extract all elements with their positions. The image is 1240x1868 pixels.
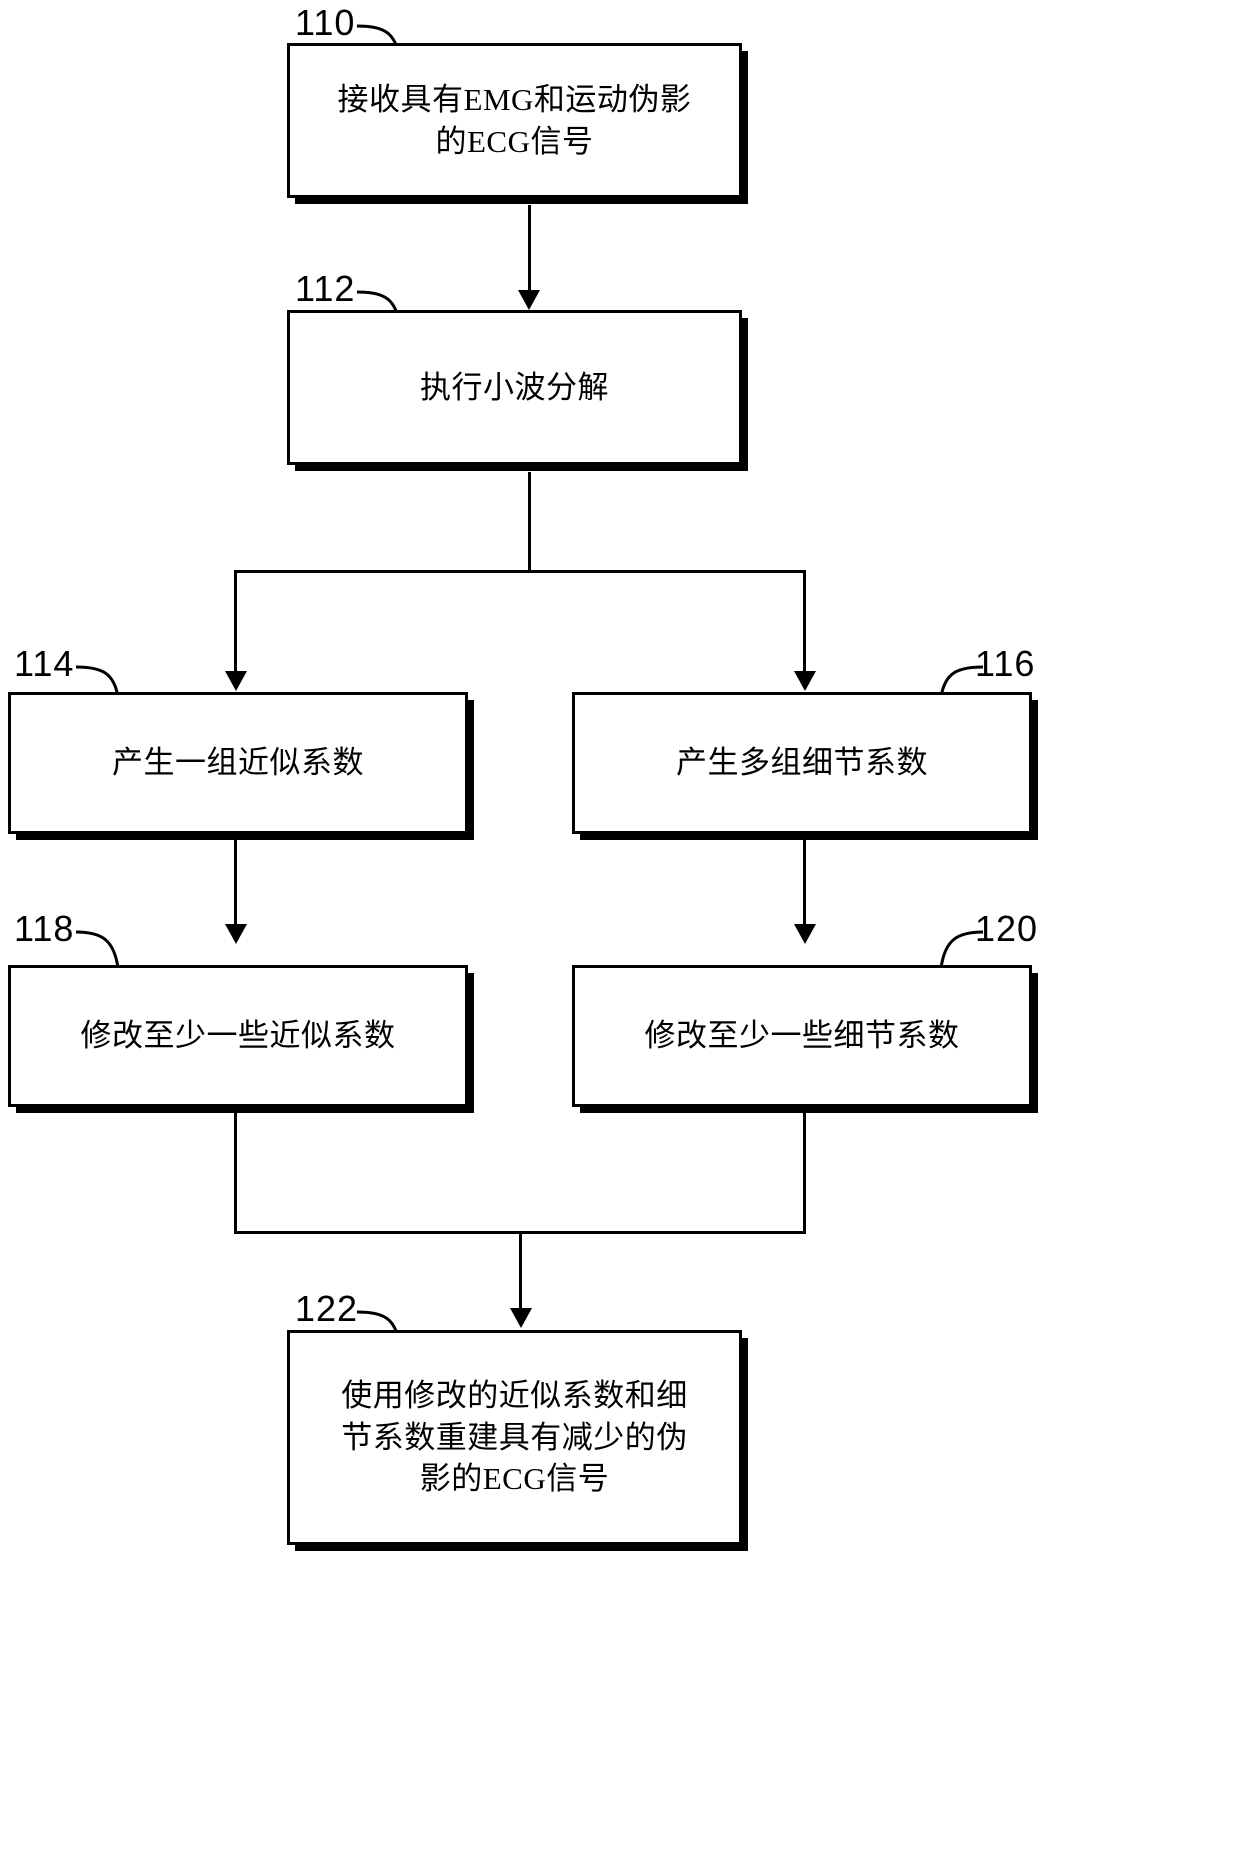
process-box-122-label: 使用修改的近似系数和细 节系数重建具有减少的伪 影的ECG信号 — [341, 1377, 688, 1497]
connector-112-down — [528, 472, 531, 572]
reference-numeral-118: 118 — [14, 908, 75, 949]
connector-bus-to-114 — [234, 570, 237, 674]
reference-numeral-112: 112 — [295, 268, 356, 309]
process-box-114[interactable]: 产生一组近似系数 — [8, 692, 468, 834]
connector-110-to-112 — [528, 205, 531, 293]
connector-120-down — [803, 1110, 806, 1234]
process-box-116-label: 产生多组细节系数 — [676, 745, 928, 781]
process-box-120[interactable]: 修改至少一些细节系数 — [572, 965, 1032, 1107]
process-box-110-label: 接收具有EMG和运动伪影 的ECG信号 — [337, 81, 692, 159]
process-box-116[interactable]: 产生多组细节系数 — [572, 692, 1032, 834]
connector-split-bus — [234, 570, 806, 573]
reference-numeral-114: 114 — [14, 643, 75, 684]
process-box-118-label: 修改至少一些近似系数 — [80, 1018, 396, 1054]
process-box-112-label: 执行小波分解 — [420, 369, 609, 405]
process-box-120-label: 修改至少一些细节系数 — [644, 1018, 960, 1054]
connector-118-down — [234, 1110, 237, 1234]
reference-numeral-120: 120 — [975, 908, 1039, 949]
connector-merge-to-122 — [519, 1231, 522, 1311]
arrowhead-116-to-120 — [794, 924, 816, 944]
arrowhead-merge-to-122 — [510, 1308, 532, 1328]
reference-numeral-116: 116 — [975, 643, 1036, 684]
arrowhead-bus-to-116 — [794, 671, 816, 691]
reference-numeral-122: 122 — [295, 1288, 359, 1329]
process-box-122[interactable]: 使用修改的近似系数和细 节系数重建具有减少的伪 影的ECG信号 — [287, 1330, 742, 1545]
process-box-118[interactable]: 修改至少一些近似系数 — [8, 965, 468, 1107]
arrowhead-bus-to-114 — [225, 671, 247, 691]
connector-bus-to-116 — [803, 570, 806, 674]
process-box-112[interactable]: 执行小波分解 — [287, 310, 742, 465]
reference-numeral-110: 110 — [295, 2, 356, 43]
leader-line-118 — [75, 930, 120, 969]
process-box-114-label: 产生一组近似系数 — [112, 745, 364, 781]
arrowhead-114-to-118 — [225, 924, 247, 944]
connector-116-to-120 — [803, 838, 806, 926]
arrowhead-110-to-112 — [518, 290, 540, 310]
connector-114-to-118 — [234, 838, 237, 926]
process-box-110[interactable]: 接收具有EMG和运动伪影 的ECG信号 — [287, 43, 742, 198]
